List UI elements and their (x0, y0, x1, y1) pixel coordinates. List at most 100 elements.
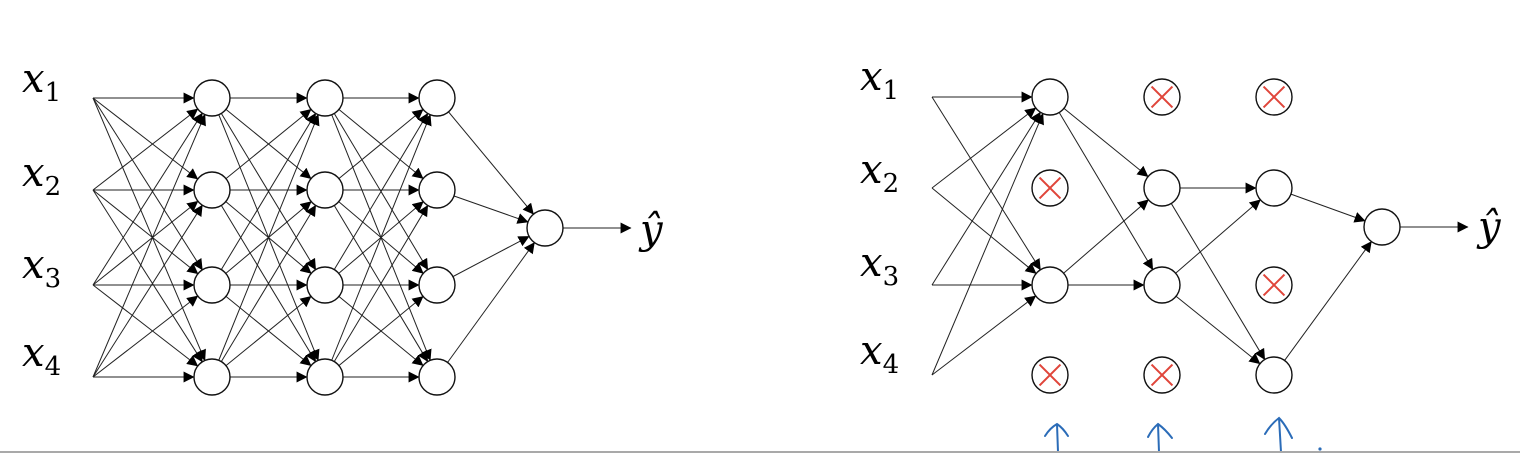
edge (324, 189, 424, 274)
edge (211, 189, 317, 363)
dropped-node (1143, 78, 1181, 116)
edge (1058, 112, 1154, 271)
output-label-yhat-dropout: ŷ (1476, 204, 1502, 250)
edge (436, 242, 535, 378)
dropped-node (1031, 356, 1069, 394)
hidden-node (418, 358, 456, 396)
edge (211, 97, 320, 361)
edge (211, 97, 312, 180)
handwritten-arrow-layer-1 (1044, 422, 1069, 453)
edge (324, 189, 429, 363)
hidden-node (306, 79, 344, 117)
output-label-yhat-standard: ŷ (638, 207, 664, 253)
edge (324, 109, 424, 191)
dropout-neural-network: x1 x2 x3 x4 ŷ (860, 54, 1502, 394)
hidden-node (306, 266, 344, 304)
edge (931, 187, 1037, 274)
edge (1170, 203, 1266, 361)
edge (324, 112, 429, 286)
edge (92, 114, 206, 378)
handwritten-arrow-layer-3 (1264, 416, 1293, 453)
input-labels-dropout: x1 x2 x3 x4 (860, 54, 899, 380)
edge (931, 107, 1037, 189)
output-node (526, 209, 564, 247)
handwritten-dot (1318, 447, 1322, 451)
edge (1290, 193, 1366, 223)
edge (92, 295, 199, 378)
kept-node (1031, 78, 1069, 116)
input-label-x3: x3 (22, 242, 61, 294)
input-label-x2: x2 (22, 150, 61, 202)
kept-node (1143, 169, 1181, 207)
standard-neural-network: x1 x2 x3 x4 ŷ (22, 56, 664, 396)
edge (324, 204, 429, 378)
handwritten-annotations (1044, 416, 1322, 453)
hidden-node (418, 266, 456, 304)
input-label-x1: x1 (860, 54, 899, 106)
hidden-node (306, 358, 344, 396)
edge (436, 97, 534, 215)
edge (1175, 199, 1261, 274)
edge (324, 97, 429, 271)
edge (324, 114, 432, 378)
input-label-x4: x4 (22, 330, 61, 382)
input-label-x4: x4 (860, 328, 899, 380)
kept-node (1031, 266, 1069, 304)
nodes-standard (193, 79, 564, 396)
edge (324, 296, 424, 378)
edge (92, 204, 203, 378)
hidden-node (193, 266, 231, 304)
edge (92, 284, 199, 367)
edge (211, 284, 312, 367)
dropped-node (1255, 266, 1293, 304)
edge (92, 189, 199, 275)
kept-node (1143, 266, 1181, 304)
edge (324, 284, 424, 366)
edge (211, 112, 317, 286)
edge (211, 189, 312, 274)
hidden-node (193, 358, 231, 396)
edge (1063, 107, 1149, 178)
input-label-x1: x1 (22, 56, 61, 108)
edge (92, 97, 206, 361)
edge (211, 114, 320, 378)
edge (931, 111, 1041, 286)
edge (324, 97, 432, 361)
edge (931, 96, 1041, 271)
hidden-node (306, 171, 344, 209)
hidden-node (193, 79, 231, 117)
dropped-node (1031, 169, 1069, 207)
input-label-x2: x2 (860, 147, 899, 199)
output-node (1363, 208, 1401, 246)
hidden-node (418, 171, 456, 209)
edge (211, 108, 312, 191)
nodes-dropout (1031, 78, 1401, 394)
edge (1284, 241, 1372, 361)
edge (92, 97, 203, 271)
input-labels-standard: x1 x2 x3 x4 (22, 56, 61, 382)
kept-node (1255, 356, 1293, 394)
hidden-node (418, 79, 456, 117)
input-label-x3: x3 (860, 240, 899, 292)
handwritten-arrow-layer-2 (1147, 422, 1173, 453)
edge (211, 97, 317, 271)
edges-dropout (931, 91, 1469, 376)
edge (92, 189, 203, 363)
dropped-node (1143, 356, 1181, 394)
edge (92, 112, 203, 286)
edge (92, 200, 199, 286)
edge (92, 108, 199, 191)
edge (211, 295, 312, 378)
edge (324, 201, 424, 286)
edge (211, 204, 317, 378)
hidden-node (193, 171, 231, 209)
edge (1175, 295, 1261, 365)
edge (931, 295, 1037, 376)
edges-standard (92, 92, 632, 383)
edge (211, 201, 312, 286)
edge (92, 97, 199, 180)
kept-node (1255, 169, 1293, 207)
edge (1063, 199, 1149, 274)
edge (324, 97, 424, 179)
